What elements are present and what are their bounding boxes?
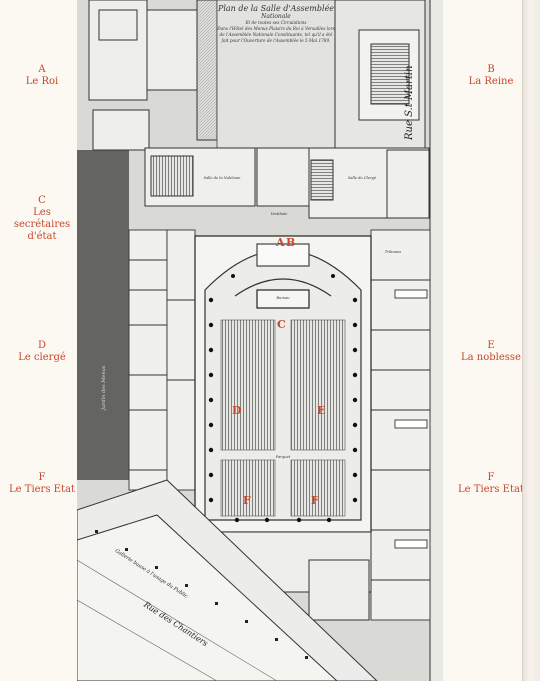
page-fold <box>522 0 540 681</box>
right-service-rooms <box>370 229 431 621</box>
legend-e: E La noblesse <box>456 340 526 364</box>
legend-letter: F <box>38 472 46 483</box>
garden-strip <box>77 150 129 480</box>
legend-letter: C <box>38 195 46 206</box>
legend-label: Le clergé <box>18 352 66 363</box>
legend-f-right: F Le Tiers Etat <box>456 472 526 496</box>
legend-label: La Reine <box>468 76 514 87</box>
top-left-rooms <box>88 0 218 151</box>
legend-a: A Le Roi <box>7 64 77 88</box>
label-salle-noblesse: Salle de la Noblesse <box>203 176 241 180</box>
street-strip <box>430 0 443 681</box>
label-vestibule: Vestibule <box>270 212 288 216</box>
gallery-pillars <box>95 530 308 659</box>
left-wall-label: Jardin des Menus <box>101 365 107 410</box>
title-body: Dans l'Hôtel des Menus Plaisirs du Roi à… <box>217 26 335 43</box>
marker-f-right: F <box>311 494 319 507</box>
hall-columns <box>208 274 358 523</box>
title-line-2: Nationale <box>261 13 291 20</box>
label-tribunes: Tribunes <box>384 250 402 254</box>
legend-d: D Le clergé <box>7 340 77 364</box>
legend-letter: B <box>487 64 495 75</box>
legend-f-left: F Le Tiers Etat <box>7 472 77 496</box>
legend-letter: D <box>37 340 47 351</box>
label-parquet: Parquet <box>275 455 291 459</box>
marker-e: E <box>317 404 326 417</box>
legend-label: Les secrétaires d'état <box>13 207 71 242</box>
floor-plan-drawing <box>77 0 443 681</box>
floor-plan-engraving: Plan de la Salle d'Assemblée Nationale E… <box>77 0 443 681</box>
legend-c: C Les secrétaires d'état <box>7 195 77 243</box>
legend-label: Le Tiers Etat <box>9 484 75 495</box>
street-right-label: Rue S.t Martin <box>404 65 415 140</box>
legend-label: Le Roi <box>25 76 59 87</box>
legend-letter: E <box>487 340 495 351</box>
title-line-3: Et de toutes ses Circulations <box>245 20 307 25</box>
legend-b: B La Reine <box>456 64 526 88</box>
title-cartouche <box>216 0 336 149</box>
upper-wing <box>144 147 430 219</box>
marker-b: B <box>286 236 296 249</box>
public-gallery <box>77 479 378 681</box>
title-line-1: Plan de la Salle d'Assemblée <box>217 4 335 13</box>
plan-title: Plan de la Salle d'Assemblée Nationale E… <box>217 4 335 44</box>
marker-a: A <box>276 236 285 249</box>
label-salle-clerge: Salle du Clergé <box>347 176 377 180</box>
legend-label: La noblesse <box>461 352 521 363</box>
top-right-block <box>334 0 426 151</box>
left-service-rooms <box>128 229 196 491</box>
marker-d: D <box>232 404 242 417</box>
legend-label: Le Tiers Etat <box>458 484 524 495</box>
label-bureau: Bureau <box>276 296 290 300</box>
assembly-hall <box>194 235 372 533</box>
marker-c: C <box>277 318 286 331</box>
marker-f-left: F <box>243 494 251 507</box>
legend-letter: F <box>487 472 495 483</box>
legend-letter: A <box>38 64 46 75</box>
